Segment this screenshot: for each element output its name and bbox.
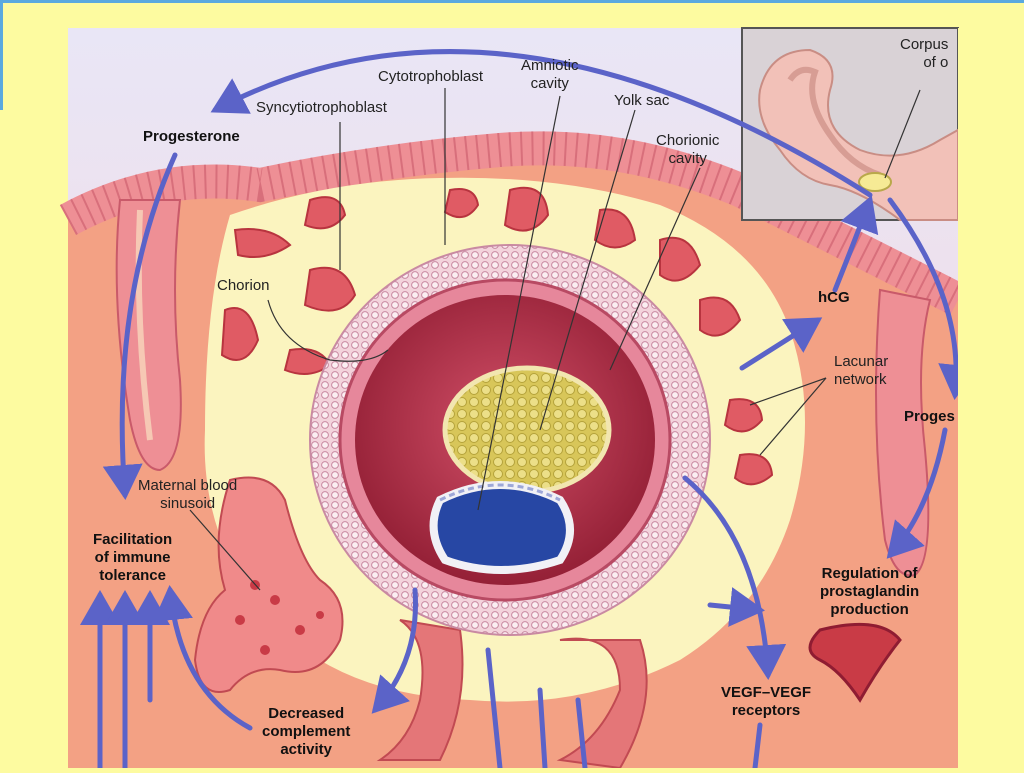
signal-arrows	[80, 49, 979, 771]
arrow	[832, 195, 879, 293]
arrow	[887, 197, 979, 400]
arrow	[575, 697, 588, 771]
leader-lines	[189, 88, 827, 591]
label-progesterone-right: Proges	[904, 408, 955, 425]
top-border	[0, 0, 1024, 3]
label-cytotrophoblast: Cytotrophoblast	[378, 68, 484, 85]
arrow	[153, 585, 253, 731]
left-border	[0, 0, 3, 110]
label-amniotic-cavity: Amniotic cavity	[521, 57, 579, 92]
arrow	[102, 152, 178, 500]
arrow	[682, 475, 787, 680]
label-prostaglandin: Regulation of prostaglandin production	[820, 565, 920, 618]
label-immune-tolerance: Facilitation of immune tolerance	[93, 531, 173, 584]
arrow	[707, 587, 765, 627]
arrow	[537, 687, 548, 771]
arrow	[886, 427, 948, 559]
label-complement: Decreased complement activity	[262, 705, 351, 758]
label-chorionic-cavity: Chorionic cavity	[656, 132, 720, 167]
label-vegf: VEGF–VEGF receptors	[721, 684, 812, 719]
arrow	[752, 722, 763, 771]
arrow	[371, 587, 418, 714]
label-hcg: hCG	[818, 289, 850, 306]
right-margin	[958, 28, 1024, 768]
label-yolk-sac: Yolk sac	[614, 92, 670, 109]
arrow	[739, 317, 823, 371]
label-corpus-luteum: Corpus of o	[900, 36, 949, 71]
tissue-illustration	[59, 28, 966, 770]
label-chorion: Chorion	[217, 277, 270, 294]
label-progesterone-top: Progesterone	[143, 128, 240, 145]
label-syncytiotrophoblast: Syncytiotrophoblast	[256, 99, 387, 116]
label-lacunar-network: Lacunar network	[834, 353, 889, 388]
label-maternal-blood-sinusoid: Maternal blood sinusoid	[138, 477, 238, 512]
inset-ovary-illustration	[741, 27, 959, 221]
arrow	[485, 647, 503, 771]
arrow	[210, 49, 873, 198]
